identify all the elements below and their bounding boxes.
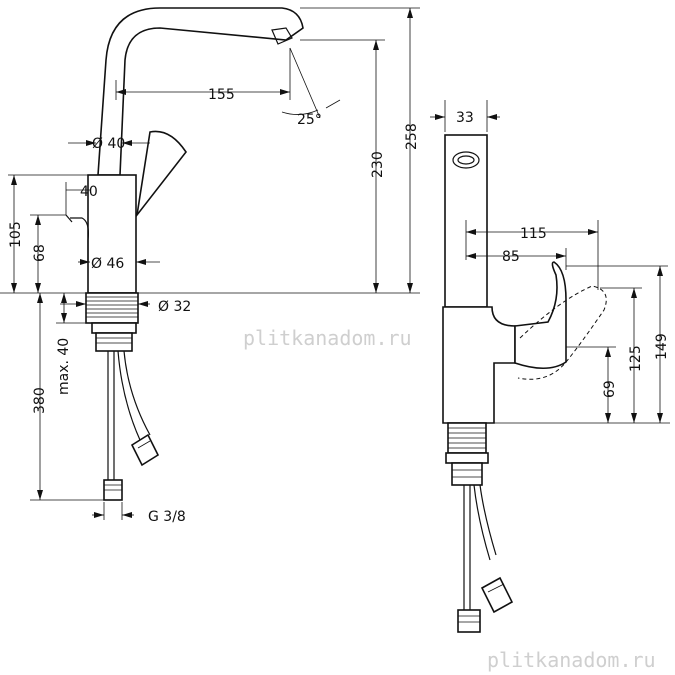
watermark-bottom: plitkanadom.ru: [487, 648, 656, 672]
arrowheads: [11, 8, 663, 518]
dim-105: 105: [8, 221, 24, 248]
dim-dia-46: Ø 46: [91, 256, 124, 272]
dim-40: 40: [80, 184, 98, 200]
side-handle: [514, 261, 567, 370]
dim-155: 155: [208, 87, 235, 103]
supply-hoses: [103, 350, 160, 501]
dim-g-3-8: G 3/8: [148, 509, 186, 525]
dim-85: 85: [502, 249, 520, 265]
side-body: [442, 306, 516, 424]
side-dimensions: [430, 100, 670, 424]
side-view: [442, 134, 607, 633]
front-view: [65, 7, 304, 501]
dim-dia-32: Ø 32: [158, 299, 191, 315]
dim-68: 68: [32, 244, 48, 262]
dim-230: 230: [370, 151, 386, 178]
mount-thread: [85, 292, 139, 352]
dim-149: 149: [654, 333, 670, 360]
dim-dia-40: Ø 40: [92, 136, 125, 152]
popup-rod: [70, 217, 89, 262]
side-handle-open-position: [517, 285, 607, 380]
dim-69: 69: [602, 380, 618, 398]
front-dimensions: [0, 7, 420, 520]
dim-380: 380: [32, 387, 48, 414]
dim-115: 115: [520, 226, 547, 242]
dim-25-deg: 25°: [297, 112, 322, 128]
dim-max-40: max. 40: [56, 338, 72, 395]
lever-handle: [135, 130, 187, 218]
faucet-body: [87, 174, 137, 294]
spout: [97, 7, 304, 176]
dimension-labels: 155 25° 230 258 Ø 40 40 105 68 Ø 46 Ø 32…: [8, 87, 670, 525]
watermark-center: plitkanadom.ru: [243, 326, 412, 350]
dim-125: 125: [628, 345, 644, 372]
dim-258: 258: [404, 123, 420, 150]
dim-33: 33: [456, 110, 474, 126]
